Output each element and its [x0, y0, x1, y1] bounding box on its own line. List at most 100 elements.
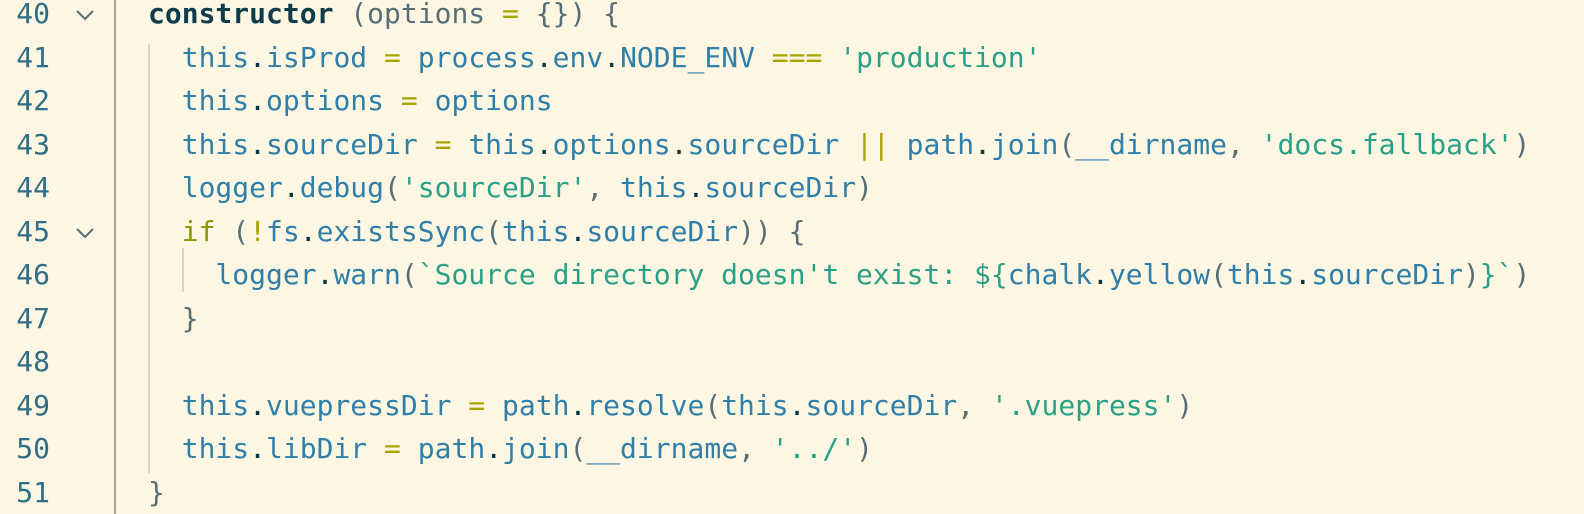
- code-token: (: [215, 214, 250, 248]
- code-token: ): [856, 432, 873, 465]
- code-token: .: [249, 432, 267, 465]
- code-line[interactable]: 46 logger.warn(`Source directory doesn't…: [0, 253, 1584, 297]
- code-token: this: [148, 84, 250, 117]
- code-token: libDir: [266, 432, 368, 465]
- code-token: (options: [333, 0, 503, 30]
- code-line[interactable]: 42 this.options = options: [0, 79, 1584, 123]
- code-token: ===: [754, 40, 840, 74]
- code-token: path: [502, 388, 570, 422]
- code-token: chalk: [1007, 258, 1093, 291]
- code-token: path: [417, 432, 486, 465]
- code-line[interactable]: 41 this.isProd = process.env.NODE_ENV ==…: [0, 36, 1584, 80]
- code-token: options: [434, 84, 553, 117]
- line-code: this.vuepressDir = path.resolve(this.sou…: [148, 384, 1194, 428]
- code-token: ): [1176, 388, 1194, 422]
- code-token: (: [384, 171, 401, 204]
- code-token: ): [1513, 127, 1531, 161]
- code-token: !: [249, 214, 267, 248]
- code-token: (: [1058, 127, 1076, 161]
- line-code: this.libDir = path.join(__dirname, '../'…: [148, 427, 873, 471]
- indent-guide-if-block: [182, 248, 184, 292]
- code-token: this: [620, 171, 688, 204]
- code-token: options: [552, 127, 671, 161]
- code-token: 'docs.fallback': [1260, 127, 1514, 161]
- code-token: ): [856, 171, 873, 204]
- code-token: this: [502, 214, 570, 248]
- code-token: __dirname: [586, 432, 739, 465]
- line-number: 40: [16, 0, 50, 30]
- code-line[interactable]: 45 if (!fs.existsSync(this.sourceDir)) {: [0, 210, 1584, 254]
- code-token: 'production': [839, 40, 1042, 74]
- code-token: (: [400, 258, 418, 291]
- line-number: 42: [16, 84, 50, 117]
- code-token: (: [1210, 258, 1227, 291]
- code-token: }: [148, 475, 165, 509]
- code-token: .: [788, 388, 806, 422]
- code-token: '../': [771, 432, 857, 465]
- code-token: path: [906, 127, 975, 161]
- code-token: ,: [957, 388, 991, 422]
- code-token: sourceDir: [704, 171, 857, 204]
- code-token: ,: [738, 432, 772, 465]
- code-line[interactable]: 51}: [0, 471, 1584, 514]
- code-token: process: [417, 40, 536, 74]
- code-token: resolve: [586, 388, 705, 422]
- line-code: this.options = options: [148, 79, 553, 123]
- code-token: .: [1092, 258, 1109, 291]
- code-token: .: [974, 127, 991, 161]
- code-token: logger: [148, 258, 317, 291]
- code-token: =: [502, 0, 519, 30]
- indent-guide-constructor: [148, 43, 150, 473]
- code-token: this: [468, 127, 536, 161]
- code-line[interactable]: 47 }: [0, 297, 1584, 341]
- code-token: .: [316, 258, 334, 291]
- code-token: .: [603, 40, 621, 74]
- code-token: ${: [974, 258, 1008, 291]
- code-token: {}) {: [518, 0, 621, 30]
- code-token: 'sourceDir': [400, 171, 587, 204]
- code-token: debug: [299, 171, 385, 204]
- code-token: isProd: [266, 40, 368, 74]
- code-token: .: [282, 171, 300, 204]
- code-token: sourceDir: [586, 214, 739, 248]
- code-token: =: [367, 432, 418, 465]
- code-line[interactable]: 43 this.sourceDir = this.options.sourceD…: [0, 123, 1584, 167]
- code-line[interactable]: 50 this.libDir = path.join(__dirname, '.…: [0, 427, 1584, 471]
- line-number: 49: [16, 388, 50, 422]
- code-line[interactable]: 48: [0, 340, 1584, 384]
- code-line[interactable]: 49 this.vuepressDir = path.resolve(this.…: [0, 384, 1584, 428]
- code-token: .: [249, 84, 267, 117]
- line-number: 46: [16, 258, 50, 291]
- code-token: `Source directory doesn't exist:: [417, 258, 975, 291]
- code-token: existsSync: [316, 214, 486, 248]
- code-token: }: [148, 301, 199, 335]
- line-number: 45: [16, 214, 50, 248]
- code-token: )) {: [738, 214, 806, 248]
- chevron-down-icon[interactable]: [74, 222, 96, 244]
- code-token: .: [535, 127, 553, 161]
- line-code: }: [148, 297, 199, 341]
- code-line[interactable]: 44 logger.debug('sourceDir', this.source…: [0, 166, 1584, 210]
- line-code: logger.debug('sourceDir', this.sourceDir…: [148, 166, 873, 210]
- code-token: (: [569, 432, 587, 465]
- code-token: NODE_ENV: [620, 40, 755, 74]
- code-token: .: [569, 214, 587, 248]
- chevron-down-icon[interactable]: [74, 4, 96, 26]
- code-token: this: [148, 40, 250, 74]
- line-code: }: [148, 471, 165, 514]
- code-token: ): [1462, 258, 1480, 291]
- code-token: if: [148, 214, 216, 248]
- code-token: yellow: [1108, 258, 1211, 291]
- code-token: warn: [333, 258, 401, 291]
- code-token: }`: [1479, 258, 1514, 291]
- code-token: =: [417, 127, 469, 161]
- code-token: '.vuepress': [990, 388, 1177, 422]
- code-token: sourceDir: [805, 388, 958, 422]
- code-token: .: [249, 388, 267, 422]
- code-token: this: [721, 388, 789, 422]
- gutter-border: [114, 0, 116, 514]
- code-token: this: [1226, 258, 1295, 291]
- code-token: ,: [586, 171, 621, 204]
